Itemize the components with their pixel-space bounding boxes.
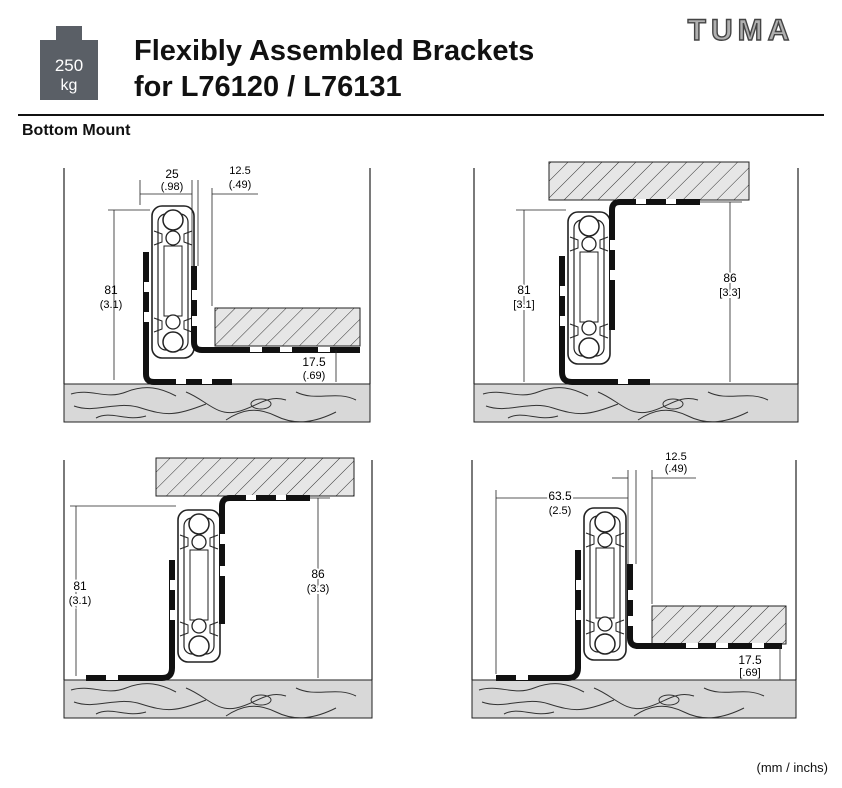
diagram-2: 81 [3.1] 86 [3.3] [473,161,799,423]
dim-label: (2.5) [549,505,572,517]
dim-label: 81 [517,283,531,297]
dim-label: (.49) [229,179,252,191]
diagram-1: 25 (.98) 12.5 (.49) 81 (3.1) 17.5 (.69) [63,165,371,423]
units-note: (mm / inchs) [756,760,829,775]
dim-label: 63.5 [548,489,572,503]
dim-label: (3.3) [307,583,330,595]
dim-label: (.69) [303,370,326,382]
dim-label: (3.1) [100,299,123,311]
title-line-2: for L76120 / L76131 [134,71,402,103]
diagram-4: 63.5 (2.5) 12.5 (.49) 17.5 [.69] [471,451,797,719]
dim-label: 86 [723,271,737,285]
dim-label: [3.1] [513,299,534,311]
weight-unit: kg [61,77,78,94]
wood-panel [473,383,799,423]
dim-label: [3.3] [719,287,740,299]
section-label: Bottom Mount [22,122,131,139]
dim-label: [.69] [739,667,760,679]
diagram-3: 81 (3.1) 86 (3.3) [63,457,373,719]
dim-label: 81 [73,579,87,593]
dim-label: 12.5 [665,451,686,463]
dim-label: 17.5 [302,355,326,369]
drawer-panel [214,307,361,347]
header-rule [18,114,824,116]
dim-label: 86 [311,567,325,581]
dim-label: (3.1) [69,595,92,607]
dim-label: 17.5 [738,653,762,667]
dim-label: (.98) [161,181,184,193]
drawer-panel [651,605,787,645]
weight-badge: 250 kg [40,26,98,100]
weight-icon: 250 kg [40,26,98,100]
weight-value: 250 [55,56,83,75]
dim-label: 25 [165,167,179,181]
drawer-panel [548,161,750,201]
title-line-1: Flexibly Assembled Brackets [134,35,535,67]
brand-logo: TUMA [666,13,816,53]
wood-panel [471,679,797,719]
brand-logo-text: TUMA [688,14,795,47]
dim-label: 81 [104,283,118,297]
page-title: Flexibly Assembled Brackets for L76120 /… [134,33,534,105]
wood-panel [63,383,371,423]
dim-label: (.49) [665,463,688,475]
drawer-panel [155,457,355,497]
dim-label: 12.5 [229,165,250,177]
